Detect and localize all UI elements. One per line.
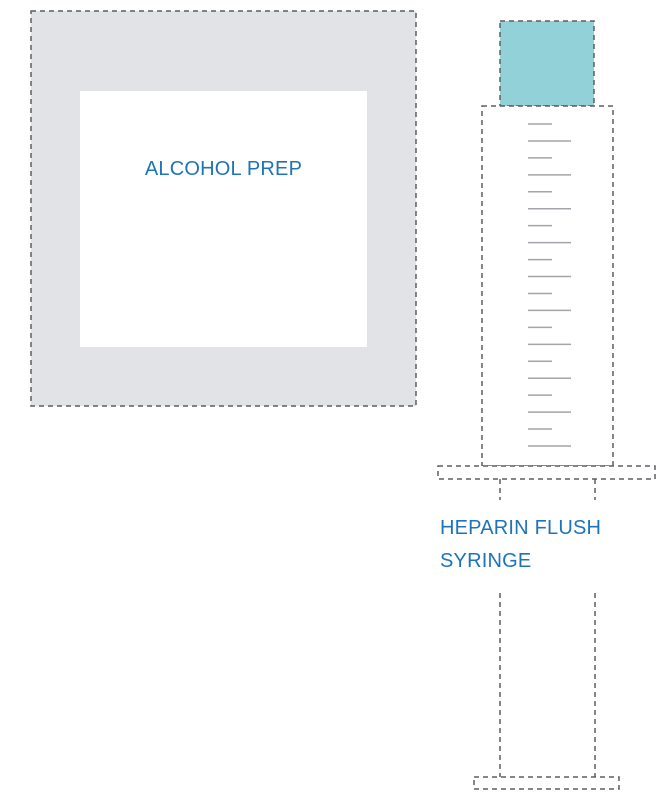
syringe-label: HEPARIN FLUSH SYRINGE (440, 512, 601, 578)
syringe-flange (438, 466, 655, 479)
syringe-plunger-thumb-rest (474, 777, 619, 789)
alcohol-prep-label: ALCOHOL PREP (80, 158, 367, 181)
alcohol-prep-inner-pad (80, 91, 367, 347)
syringe-label-line-1: HEPARIN FLUSH (440, 512, 601, 545)
heparin-flush-syringe (438, 21, 655, 789)
syringe-label-line-2: SYRINGE (440, 545, 601, 578)
alcohol-prep-pad (31, 11, 416, 406)
syringe-cap (500, 21, 594, 106)
